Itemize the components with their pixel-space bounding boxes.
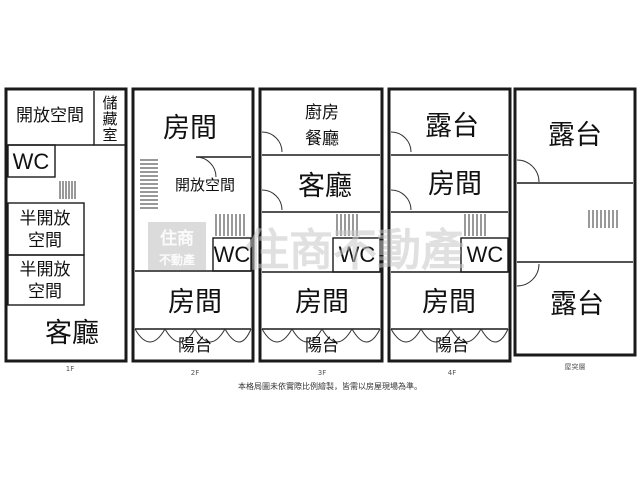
room-label-semi-open-1a: 半開放 xyxy=(20,209,71,229)
floor-3f-outline xyxy=(258,87,384,363)
floor-2f-outline xyxy=(131,87,255,363)
semi-open-space-2-wall xyxy=(7,254,85,306)
room-label-terrace-rooftop-bottom: 露台 xyxy=(550,289,604,320)
room-label-wc-2f: WC xyxy=(214,242,251,267)
watermark: 住商 不動產 住商不動產 xyxy=(148,222,465,276)
door-rooftop-upper xyxy=(516,159,540,183)
door-4f-room xyxy=(390,189,412,211)
room-label-bedroom-2f-top: 房間 xyxy=(163,113,217,144)
floor-2f: 房間 開放空間 WC 房間 陽台 2F xyxy=(131,87,255,377)
watermark-badge-top: 住商 xyxy=(160,228,194,249)
floor-rooftop: 露台 露台 屋突層 xyxy=(513,87,637,371)
balcony-2f-arches xyxy=(134,328,252,343)
room-label-bedroom-3f: 房間 xyxy=(295,287,349,318)
room-label-terrace-rooftop-top: 露台 xyxy=(548,120,602,151)
floor-rooftop-outline xyxy=(513,87,637,357)
room-label-wc-4f: WC xyxy=(467,242,504,267)
room-label-bedroom-4f-top: 房間 xyxy=(428,169,482,200)
balcony-3f-arches xyxy=(261,328,381,343)
balcony-4f-arches xyxy=(390,328,509,343)
floor-4f-outline xyxy=(387,87,512,363)
room-label-semi-open-2a: 半開放 xyxy=(20,260,71,280)
floor-label-3f: 3F xyxy=(318,369,326,377)
room-label-wc-3f: WC xyxy=(339,242,376,267)
room-label-semi-open-2b: 空間 xyxy=(28,282,62,302)
floor-label-1f: 1F xyxy=(66,365,74,373)
room-label-terrace-4f: 露台 xyxy=(425,111,479,142)
room-label-storage-3: 室 xyxy=(102,126,117,144)
floor-1f-outline xyxy=(4,87,128,363)
stair-3f xyxy=(336,214,358,236)
wc-4f-wall xyxy=(460,237,509,273)
room-label-bedroom-2f-bottom: 房間 xyxy=(168,287,222,318)
stair-2f xyxy=(140,159,245,236)
door-rooftop-lower xyxy=(516,263,540,287)
room-label-living-room-1f: 客廳 xyxy=(45,318,99,349)
watermark-badge xyxy=(148,222,206,270)
wc-3f-wall xyxy=(332,237,381,273)
stair-rooftop xyxy=(588,210,618,228)
room-label-storage-1: 儲 xyxy=(102,94,117,112)
door-2f-room xyxy=(195,156,217,178)
room-label-wc-1f: WC xyxy=(13,149,50,174)
wc-1f-wall xyxy=(7,144,56,178)
stair-1f xyxy=(59,181,76,199)
disclaimer-note: 本格局圖未依實際比例繪製，皆需以房屋現場為準。 xyxy=(238,381,422,391)
watermark-main-text: 住商不動產 xyxy=(245,225,465,276)
room-label-balcony-4f: 陽台 xyxy=(435,336,469,356)
door-4f-terrace xyxy=(390,131,412,153)
floor-4f: 露台 房間 WC 房間 陽台 4F xyxy=(387,87,512,377)
room-label-kitchen-3f: 廚房 xyxy=(305,102,339,123)
room-label-storage-2: 藏 xyxy=(102,110,117,128)
floor-label-2f: 2F xyxy=(191,369,199,377)
door-3f-kitchen xyxy=(261,131,283,153)
room-label-living-room-3f: 客廳 xyxy=(298,171,352,202)
floor-label-4f: 4F xyxy=(448,369,456,377)
watermark-badge-bottom: 不動產 xyxy=(159,252,195,267)
room-label-bedroom-4f-bottom: 房間 xyxy=(422,287,476,318)
room-label-semi-open-1b: 空間 xyxy=(28,231,62,251)
floor-label-rooftop: 屋突層 xyxy=(565,362,586,371)
room-label-balcony-2f: 陽台 xyxy=(178,336,212,356)
door-3f-living xyxy=(261,189,283,211)
room-label-open-space: 開放空間 xyxy=(16,106,84,126)
wc-2f-wall xyxy=(212,237,252,272)
room-label-balcony-3f: 陽台 xyxy=(305,336,339,356)
floor-3f: 廚房 餐廳 客廳 WC 房間 陽台 3F xyxy=(258,87,384,377)
room-label-open-space-2f: 開放空間 xyxy=(175,176,235,194)
stair-4f xyxy=(464,214,486,236)
room-label-dining-3f: 餐廳 xyxy=(305,129,339,149)
floor-1f: 開放空間 儲 藏 室 WC 半開放 空間 半開放 空間 客廳 1F xyxy=(4,87,128,373)
